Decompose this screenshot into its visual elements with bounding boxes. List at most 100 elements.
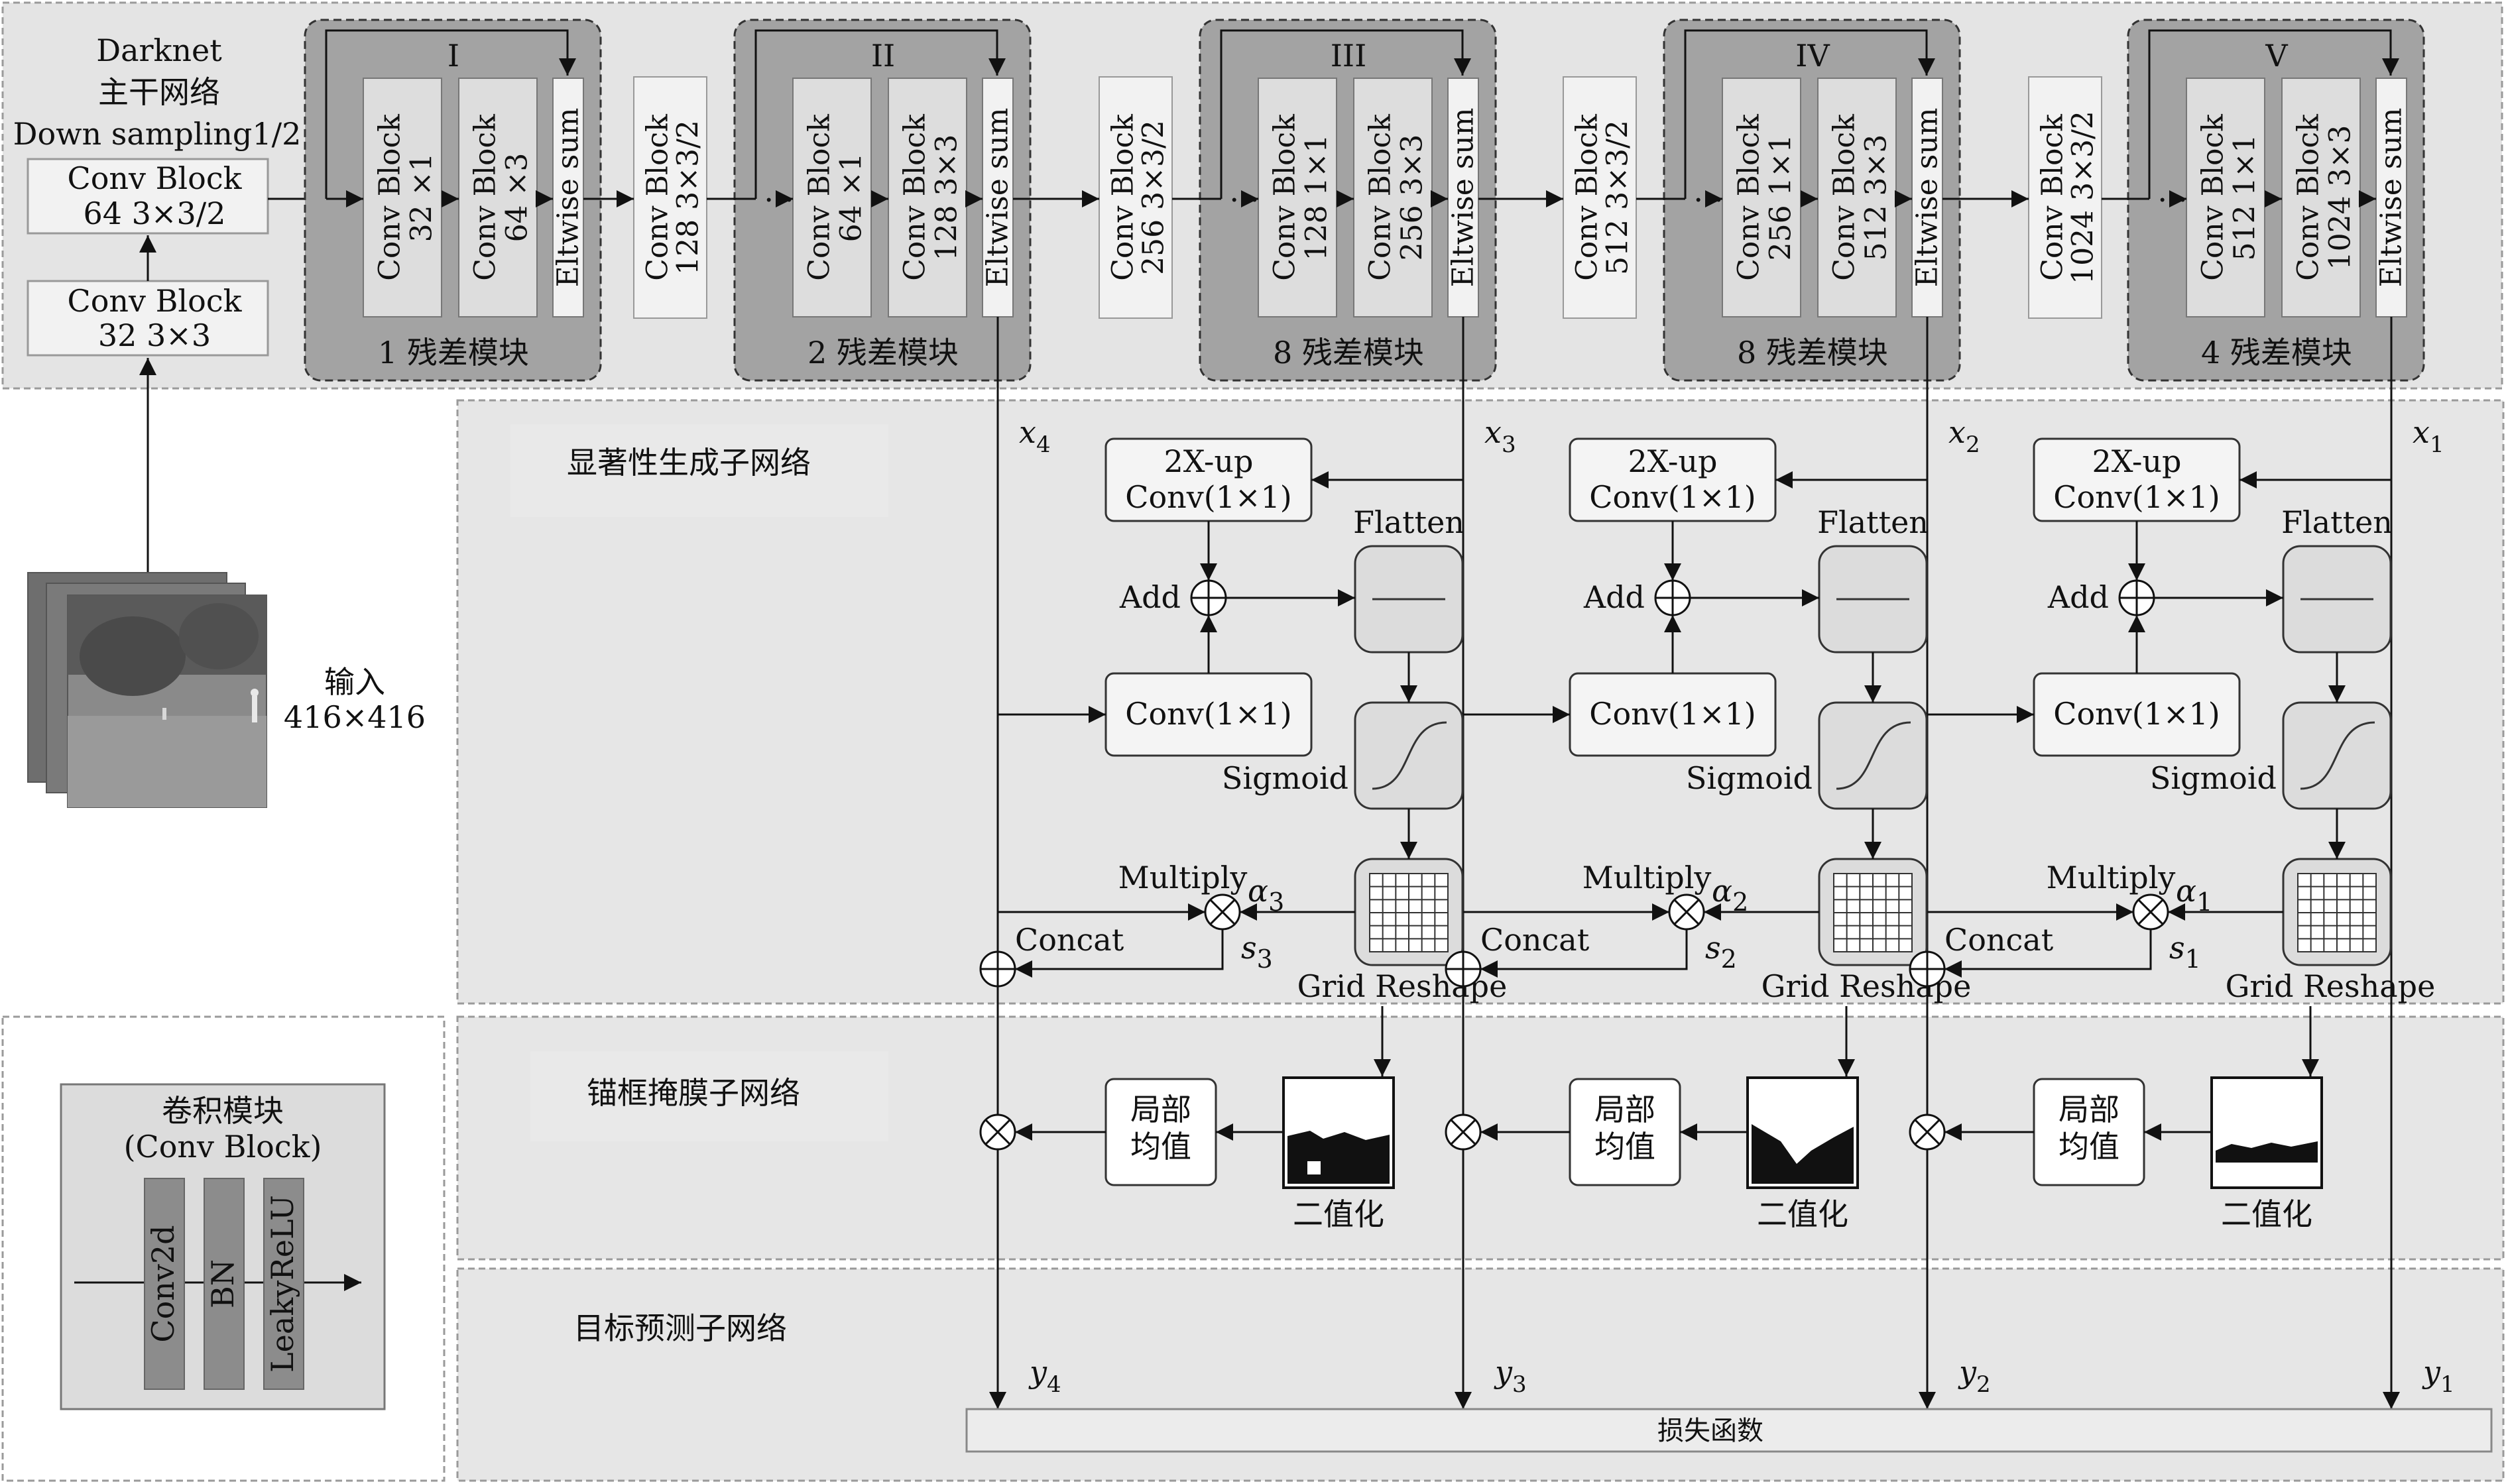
eltwise-label-3: Eltwise sum [1447,108,1480,288]
between-conv-params-2: 256 3×3/2 [1137,120,1171,275]
legend-bn-layer [204,1178,245,1390]
between-conv-label-3: Conv Block [1571,114,1604,281]
upconv-conv-label-1: Conv(1×1) [1125,479,1291,515]
conv-b-box-1 [458,78,538,317]
feature-label-x-4-sub: 1 [2430,431,2444,458]
concat-circle-3 [1909,950,1946,988]
output-label-y-1-main: y [1028,1354,1047,1390]
skip-connection-1 [325,29,576,199]
residual-numeral-5: V [2265,38,2288,74]
alpha-label-2-main: α [1712,873,1732,909]
output-label-y-2: y3 [1494,1354,1527,1398]
between-conv-1 [633,76,707,319]
conv-a-label-2: Conv Block [803,114,837,281]
multiply-to-concat-3 [1944,929,2152,978]
conv-a-box-3 [1258,78,1337,317]
skip-connection-4 [1684,29,1935,199]
feature-label-x-1: x4 [1019,414,1051,458]
branch-subnetworks: x4y4x3y3x2y2x1y12X-upConv(1×1)AddConv(1×… [979,317,2455,1409]
mask-multiply-circle-2 [1445,1113,1482,1151]
upconv-conv-label-3: Conv(1×1) [2053,479,2220,515]
grid-glyph-3 [2297,873,2377,952]
multiply-label-2: Multiply [1582,860,1712,895]
residual-caption-2: 2 残差模块 [807,335,959,371]
residual-numeral-3: III [1331,38,1367,74]
conv-a-box-1 [363,78,442,317]
conv-a-label-4: Conv Block [1732,114,1766,281]
conv-b-box-2 [888,78,967,317]
output-label-y-4: y1 [2422,1354,2455,1398]
s-label-2-main: s [1705,930,1721,966]
local-mean-label-1-3: 局部 [2058,1092,2119,1127]
eltwise-label-1: Eltwise sum [552,108,585,288]
input-label: 输入 [324,664,385,700]
alpha-label-2: α2 [1712,873,1748,917]
concat-circle-1 [979,950,1016,988]
binary-mask-image-1 [1282,1076,1395,1189]
anchor-title-group: 锚框掩膜子网络 [530,1051,888,1141]
conv-b-label-5: Conv Block [2292,114,2326,281]
upconv-label-3: 2X-up [2092,443,2182,479]
binary-mask-image-2 [1746,1076,1859,1189]
feature-label-x-4: x1 [2413,414,2444,458]
feature-label-x-2-main: x [1484,414,1502,450]
skip-connection-5 [2148,29,2399,199]
downsampling-label: Down sampling1/2 [13,116,302,152]
binarize-label-1: 二值化 [1293,1196,1384,1232]
multiply-to-concat-1 [1015,929,1224,978]
residual-caption-3: 8 残差模块 [1273,335,1424,371]
between-conv-params-4: 1024 3×3/2 [2066,111,2100,284]
loss-function-label: 损失函数 [1657,1416,1763,1446]
output-label-y-1: y4 [1028,1354,1061,1398]
input-image-stack [27,572,267,808]
output-label-y-2-sub: 3 [1512,1371,1527,1398]
concat-label-3: Concat [1944,922,2054,958]
add-circle-2 [1654,579,1691,616]
conv-a-label-3: Conv Block [1268,114,1302,281]
ellipsis-3: … [1229,173,1260,209]
multiply-circle-1 [1204,893,1241,931]
flatten-label-1: Flatten [1353,504,1464,540]
prediction-title: 目标预测子网络 [573,1310,787,1346]
sigmoid-curve-1 [1372,721,1447,790]
add-label-1: Add [1119,579,1181,615]
feature-label-x-3: x2 [1948,414,1980,458]
conv-a-params-3: 128 1×1 [1300,135,1334,261]
feature-label-x-3-sub: 2 [1966,431,1980,458]
binarize-label-3: 二值化 [2221,1196,2312,1232]
multiply-circle-2 [1668,893,1705,931]
ellipsis-2: … [764,173,794,209]
conv-block-32-params: 32 3×3 [98,317,211,353]
upconv-label-1: 2X-up [1164,443,1254,479]
add-circle-1 [1190,579,1227,616]
sigmoid-label-1: Sigmoid [1222,760,1348,796]
conv-block-64 [27,158,269,235]
feature-label-x-2-sub: 3 [1502,431,1516,458]
between-conv-label-2: Conv Block [1106,114,1140,281]
eltwise-label-2: Eltwise sum [981,108,1015,288]
concat-label-1: Concat [1015,922,1124,958]
output-label-y-3-main: y [1958,1354,1977,1390]
multiply-label-3: Multiply [2047,860,2176,895]
legend-conv2d-layer [144,1178,185,1390]
alpha-label-2-sub: 2 [1732,887,1748,917]
residual-caption-5: 4 残差模块 [2201,335,2352,371]
eltwise-label-4: Eltwise sum [1911,108,1944,288]
concat-circle-2 [1445,950,1482,988]
feature-label-x-4-main: x [2413,414,2430,450]
binary-mask-image-3 [2210,1076,2323,1189]
alpha-label-1-main: α [1248,873,1268,909]
conv-b-params-2: 128 3×3 [930,135,964,261]
darknet-title: Darknet [96,32,222,68]
between-conv-label-4: Conv Block [2036,114,2070,281]
legend-leakyrelu-label: LeakyReLU [265,1195,300,1373]
conv-a-label-5: Conv Block [2196,114,2230,281]
local-mean-label-1-1: 局部 [1130,1092,1191,1127]
eltwise-box-1 [552,78,584,317]
local-mean-label-2-2: 均值 [1594,1129,1655,1165]
s-label-3: s1 [2169,930,2201,974]
s-label-2-sub: 2 [1721,944,1737,974]
eltwise-box-3 [1447,78,1479,317]
multiply-label-1: Multiply [1118,860,1248,895]
